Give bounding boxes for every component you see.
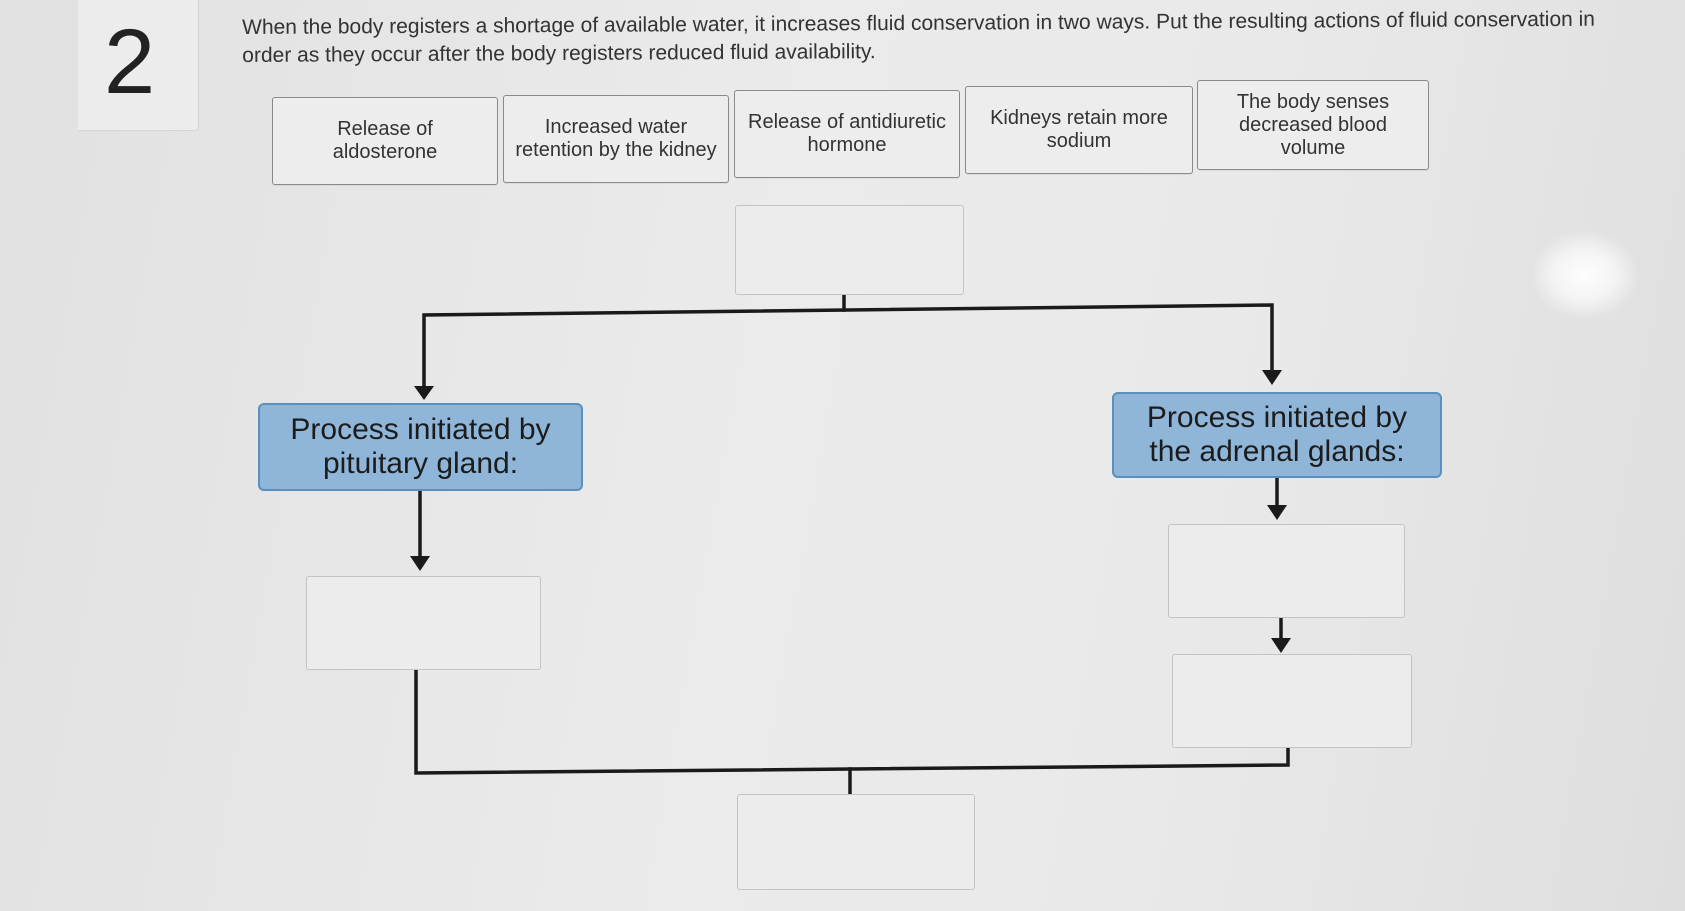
arrow-down-icon [414, 386, 434, 400]
drop-target-pituitary-step[interactable] [306, 576, 541, 670]
question-number-panel [78, 0, 199, 131]
drop-target-final-step[interactable] [737, 794, 975, 890]
choice-release-of-aldosterone[interactable]: Release of aldosterone [272, 97, 498, 185]
arrow-down-icon [1267, 505, 1287, 520]
arrow-down-icon [410, 556, 430, 571]
drop-target-adrenal-step-2[interactable] [1172, 654, 1412, 748]
choice-body-senses-decreased-volume[interactable]: The body senses decreased blood volume [1197, 80, 1429, 170]
screen-glare [1530, 230, 1640, 320]
arrow-down-icon [1262, 370, 1282, 385]
arrow-down-icon [1271, 638, 1291, 653]
choice-kidneys-retain-sodium[interactable]: Kidneys retain more sodium [965, 86, 1193, 174]
adrenal-process-label: Process initiated by the adrenal glands: [1112, 392, 1442, 478]
drop-target-adrenal-step-1[interactable] [1168, 524, 1405, 618]
choice-increased-water-retention[interactable]: Increased water retention by the kidney [503, 95, 729, 183]
choice-release-of-adh[interactable]: Release of antidiuretic hormone [734, 90, 960, 178]
question-number: 2 [104, 11, 156, 113]
drop-target-first-step[interactable] [735, 205, 964, 295]
question-prompt: When the body registers a shortage of av… [242, 7, 1596, 67]
pituitary-process-label: Process initiated by pituitary gland: [258, 403, 583, 491]
